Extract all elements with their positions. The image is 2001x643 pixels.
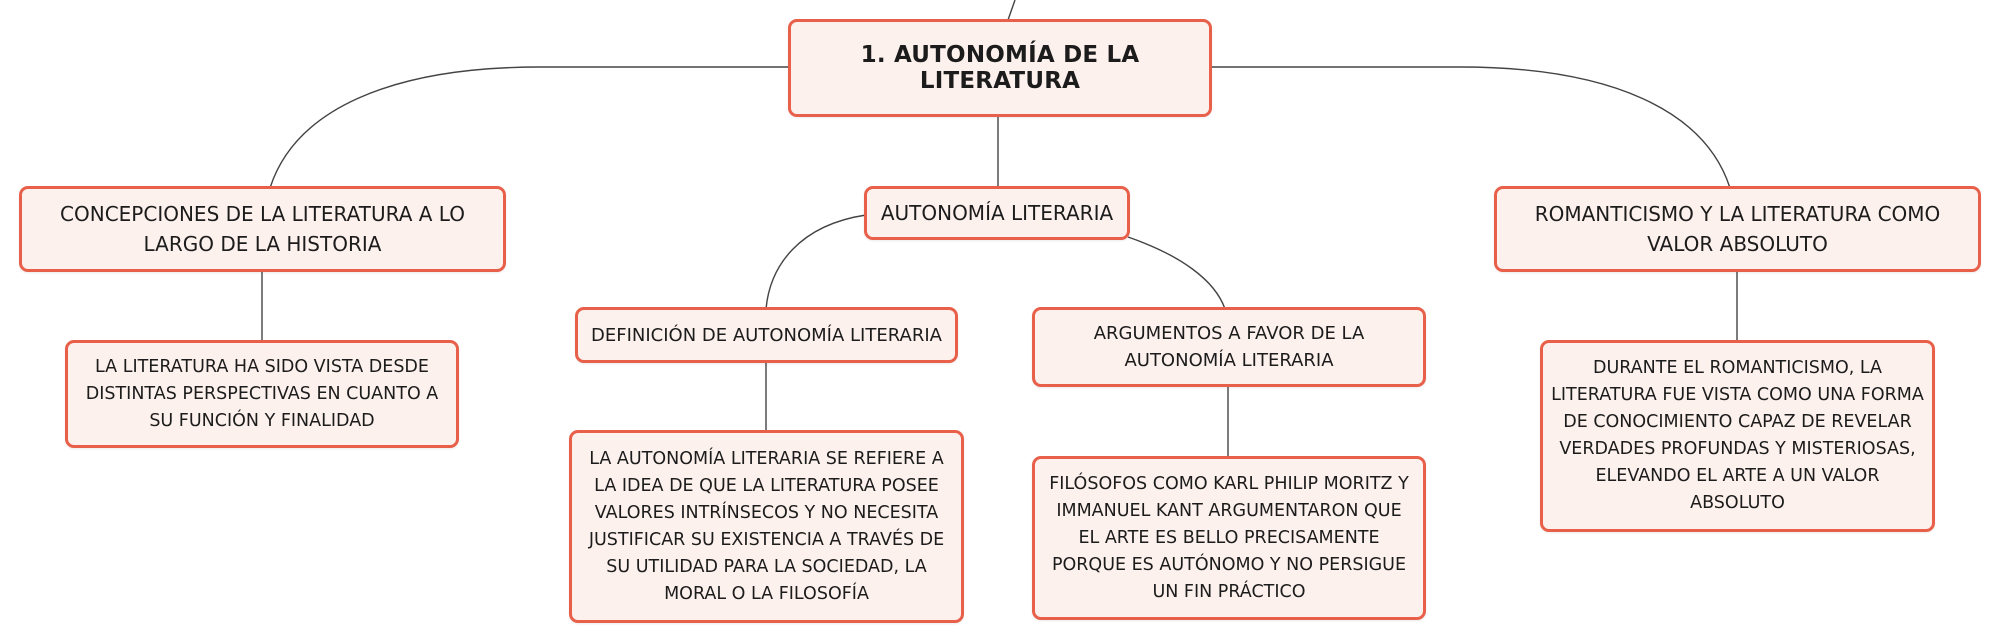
autonomy-node[interactable]: AUTONOMÍA LITERARIA	[864, 186, 1130, 240]
autonomy-label: AUTONOMÍA LITERARIA	[880, 201, 1114, 225]
definition-detail-text: LA AUTONOMÍA LITERARIA SE REFIERE A LA I…	[588, 448, 945, 604]
root-topic-label: 1. AUTONOMÍA DE LA LITERATURA	[860, 42, 1140, 94]
romanticism-label: ROMANTICISMO Y LA LITERATURA COMO VALOR …	[1534, 202, 1941, 256]
conceptions-detail-text: LA LITERATURA HA SIDO VISTA DESDE DISTIN…	[85, 356, 439, 431]
definition-node[interactable]: DEFINICIÓN DE AUTONOMÍA LITERARIA	[575, 307, 958, 363]
connector-root-to-conceptions	[269, 66, 790, 189]
connector-autonomy-to-arguments	[1127, 236, 1226, 310]
definition-label: DEFINICIÓN DE AUTONOMÍA LITERARIA	[591, 324, 942, 346]
arguments-node[interactable]: ARGUMENTOS A FAVOR DE LA AUTONOMÍA LITER…	[1032, 307, 1426, 387]
romanticism-node[interactable]: ROMANTICISMO Y LA LITERATURA COMO VALOR …	[1494, 186, 1981, 272]
root-topic-node[interactable]: 1. AUTONOMÍA DE LA LITERATURA	[788, 19, 1212, 117]
conceptions-label: CONCEPCIONES DE LA LITERATURA A LO LARGO…	[60, 202, 465, 256]
arguments-detail-node[interactable]: FILÓSOFOS COMO KARL PHILIP MORITZ Y IMMA…	[1032, 456, 1426, 620]
connector-autonomy-to-definition	[765, 214, 867, 310]
connector-parent-to-root	[1007, 0, 1016, 21]
arguments-detail-text: FILÓSOFOS COMO KARL PHILIP MORITZ Y IMMA…	[1049, 473, 1409, 602]
arguments-label: ARGUMENTOS A FAVOR DE LA AUTONOMÍA LITER…	[1093, 323, 1365, 371]
conceptions-detail-node[interactable]: LA LITERATURA HA SIDO VISTA DESDE DISTIN…	[65, 340, 459, 448]
connector-root-to-romanticism	[1211, 66, 1731, 189]
definition-detail-node[interactable]: LA AUTONOMÍA LITERARIA SE REFIERE A LA I…	[569, 430, 964, 623]
romanticism-detail-text: DURANTE EL ROMANTICISMO, LA LITERATURA F…	[1551, 358, 1924, 513]
romanticism-detail-node[interactable]: DURANTE EL ROMANTICISMO, LA LITERATURA F…	[1540, 340, 1935, 532]
conceptions-node[interactable]: CONCEPCIONES DE LA LITERATURA A LO LARGO…	[19, 186, 506, 272]
